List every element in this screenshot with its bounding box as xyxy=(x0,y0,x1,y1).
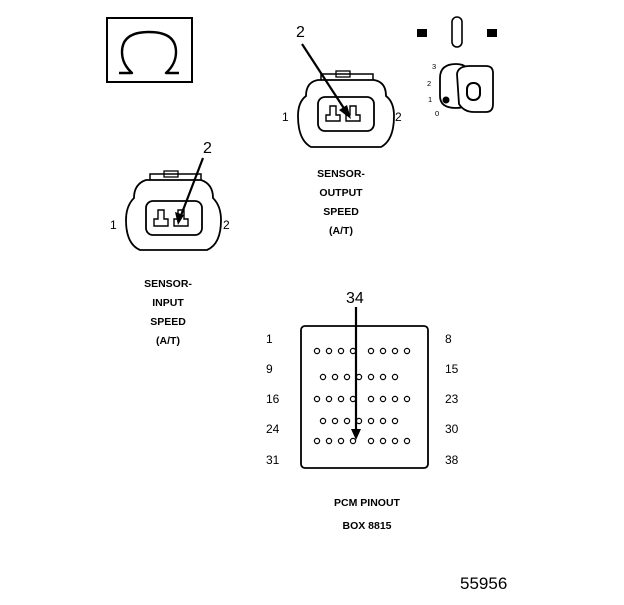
pcm-right-label-4: 30 xyxy=(445,422,459,436)
output-callout-arrow xyxy=(301,43,348,114)
pcm-pin-36 xyxy=(379,437,387,445)
pcm-caption-line-1: PCM PINOUT xyxy=(334,497,401,509)
pcm-pin-38 xyxy=(403,437,411,445)
ignition-key-icon: 3 2 1 0 xyxy=(417,16,497,118)
pcm-pin-22 xyxy=(391,395,399,403)
pcm-left-label-1: 1 xyxy=(266,332,273,346)
pcm-pin-26 xyxy=(343,417,351,425)
pcm-pin-28 xyxy=(367,417,375,425)
pcm-pin-13 xyxy=(367,373,375,381)
pcm-pin-32 xyxy=(325,437,333,445)
output-caption-line-3: SPEED xyxy=(323,206,359,218)
input-caption-line-2: INPUT xyxy=(152,297,184,309)
key-pos-3: 3 xyxy=(432,62,436,71)
input-pin-right: 2 xyxy=(223,218,230,232)
pcm-pin-24 xyxy=(319,417,327,425)
output-caption-line-4: (A/T) xyxy=(329,225,353,237)
input-caption-line-4: (A/T) xyxy=(156,335,180,347)
key-pos-2: 2 xyxy=(427,79,431,88)
input-callout-number: 2 xyxy=(203,140,212,157)
pcm-callout-number: 34 xyxy=(346,290,364,307)
pcm-right-label-2: 15 xyxy=(445,362,459,376)
pcm-pin-grid xyxy=(313,347,411,445)
output-caption-line-2: OUTPUT xyxy=(319,187,363,199)
pcm-pin-10 xyxy=(331,373,339,381)
pcm-pin-19 xyxy=(349,395,357,403)
key-pos-0: 0 xyxy=(435,109,439,118)
pcm-pin-7 xyxy=(391,347,399,355)
pcm-right-label-5: 38 xyxy=(445,453,459,467)
pcm-connector-box xyxy=(300,325,429,469)
pcm-left-label-2: 9 xyxy=(266,362,273,376)
figure-number: 55956 xyxy=(460,574,507,593)
pcm-pin-21 xyxy=(379,395,387,403)
key-pos-1: 1 xyxy=(428,95,432,104)
pcm-right-label-3: 23 xyxy=(445,392,459,406)
pcm-pin-35 xyxy=(367,437,375,445)
pcm-pin-3 xyxy=(337,347,345,355)
output-callout-number: 2 xyxy=(296,24,305,41)
pcm-pin-1 xyxy=(313,347,321,355)
pcm-pin-12 xyxy=(355,373,363,381)
pcm-pin-16 xyxy=(313,395,321,403)
pcm-pin-15 xyxy=(391,373,399,381)
output-pin-right: 2 xyxy=(395,110,402,124)
pcm-pin-37 xyxy=(391,437,399,445)
input-callout-arrowhead xyxy=(175,212,184,225)
pcm-callout-arrowhead xyxy=(351,429,361,440)
pcm-pin-5 xyxy=(367,347,375,355)
pcm-left-label-5: 31 xyxy=(266,453,280,467)
pcm-right-label-1: 8 xyxy=(445,332,452,346)
output-speed-sensor-connector xyxy=(297,70,395,148)
input-callout-arrow xyxy=(178,157,205,219)
input-pin-left: 1 xyxy=(110,218,117,232)
pcm-pin-25 xyxy=(331,417,339,425)
pcm-pin-34 xyxy=(349,437,357,445)
output-caption-line-1: SENSOR- xyxy=(317,168,365,180)
pcm-pin-20 xyxy=(367,395,375,403)
pcm-caption-line-2: BOX 8815 xyxy=(342,520,391,532)
pcm-pin-31 xyxy=(313,437,321,445)
pcm-pin-17 xyxy=(325,395,333,403)
ohm-symbol-icon xyxy=(106,17,193,83)
pcm-pin-33 xyxy=(337,437,345,445)
pcm-pin-23 xyxy=(403,395,411,403)
output-callout-arrowhead xyxy=(339,105,351,119)
pcm-pin-6 xyxy=(379,347,387,355)
input-caption-line-3: SPEED xyxy=(150,316,186,328)
pcm-pin-18 xyxy=(337,395,345,403)
input-speed-sensor-connector xyxy=(125,170,222,251)
pcm-pin-14 xyxy=(379,373,387,381)
pcm-left-label-3: 16 xyxy=(266,392,280,406)
pcm-pin-29 xyxy=(379,417,387,425)
pcm-left-label-4: 24 xyxy=(266,422,280,436)
output-pin-left: 1 xyxy=(282,110,289,124)
pcm-pin-2 xyxy=(325,347,333,355)
pcm-pin-8 xyxy=(403,347,411,355)
pcm-pin-11 xyxy=(343,373,351,381)
pcm-pin-27 xyxy=(355,417,363,425)
pcm-pin-30 xyxy=(391,417,399,425)
pcm-pin-4 xyxy=(349,347,357,355)
input-caption-line-1: SENSOR- xyxy=(144,278,192,290)
pcm-pin-9 xyxy=(319,373,327,381)
